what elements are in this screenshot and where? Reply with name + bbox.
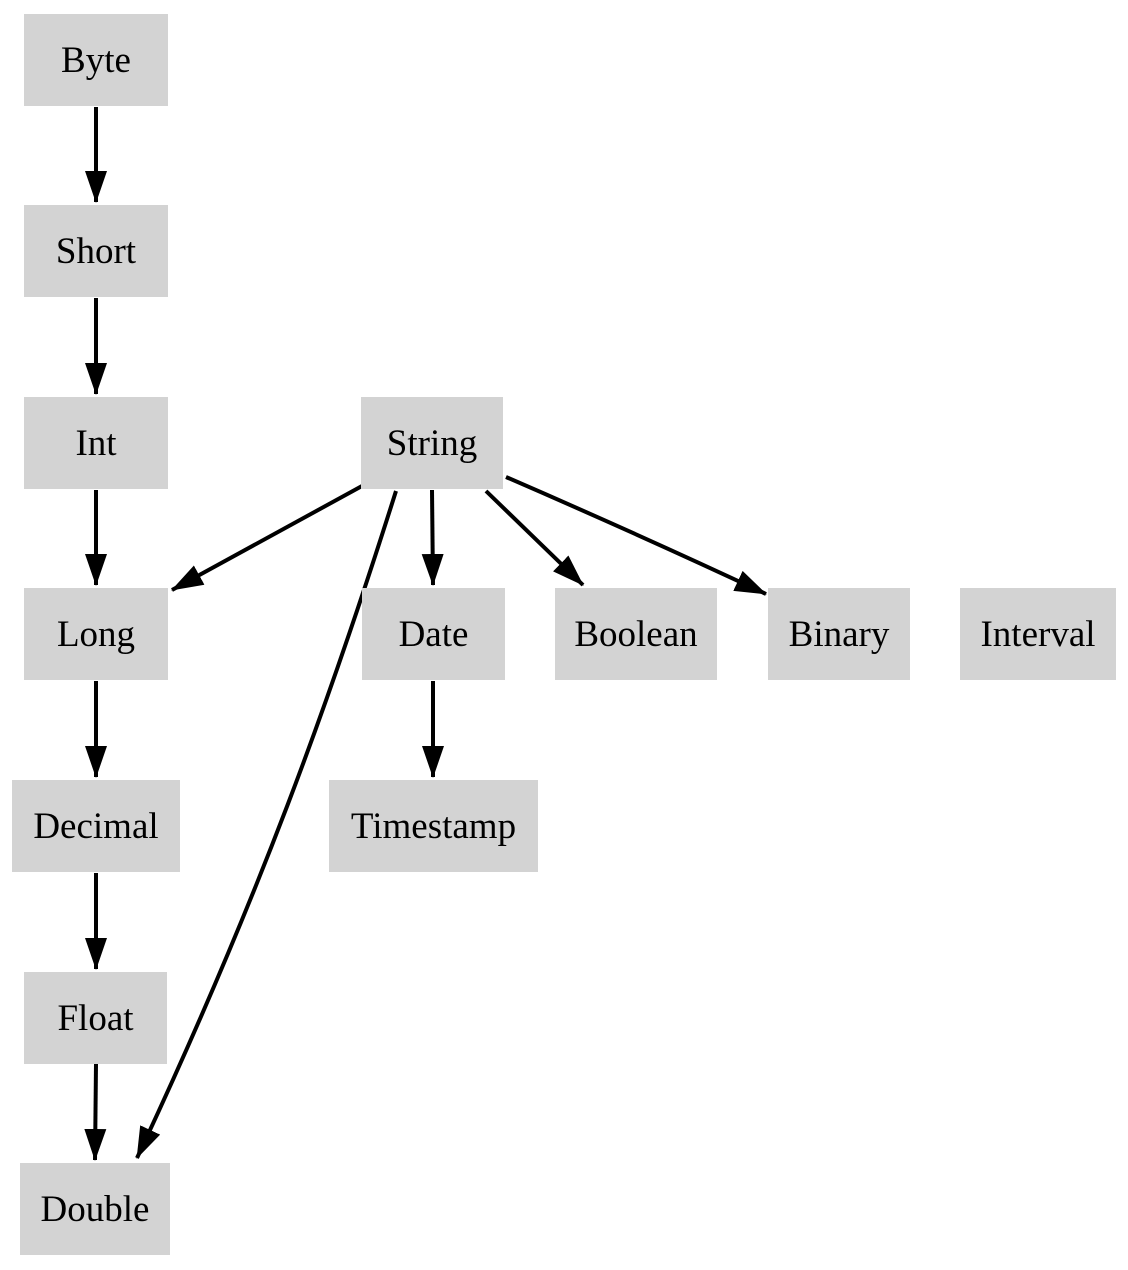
node-label: Byte [61, 39, 131, 81]
node-float: Float [24, 972, 167, 1064]
node-date: Date [362, 588, 505, 680]
node-label: Interval [980, 613, 1096, 655]
edge-string-long [171, 484, 363, 592]
node-string: String [361, 397, 503, 489]
node-label: Short [55, 230, 137, 272]
node-binary: Binary [768, 588, 910, 680]
node-short: Short [24, 205, 168, 297]
node-long: Long [24, 588, 168, 680]
edge-string-double [135, 490, 398, 1159]
edge-string-binary [505, 475, 767, 596]
node-label: Date [398, 613, 469, 655]
node-double: Double [20, 1163, 170, 1255]
node-label: Int [75, 422, 117, 464]
node-timestamp: Timestamp [329, 780, 538, 872]
node-label: Double [40, 1188, 150, 1230]
node-label: Float [57, 997, 134, 1039]
node-byte: Byte [24, 14, 168, 106]
node-label: Long [56, 613, 136, 655]
edge-string-date [421, 489, 444, 586]
edge-float-double [84, 1063, 107, 1161]
node-int: Int [24, 397, 168, 489]
node-label: Timestamp [350, 805, 517, 847]
node-label: String [386, 422, 478, 464]
edge-string-boolean [484, 489, 585, 587]
node-label: Binary [788, 613, 890, 655]
node-boolean: Boolean [555, 588, 717, 680]
node-decimal: Decimal [12, 780, 180, 872]
node-interval: Interval [960, 588, 1116, 680]
node-label: Decimal [33, 805, 159, 847]
node-label: Boolean [574, 613, 698, 655]
